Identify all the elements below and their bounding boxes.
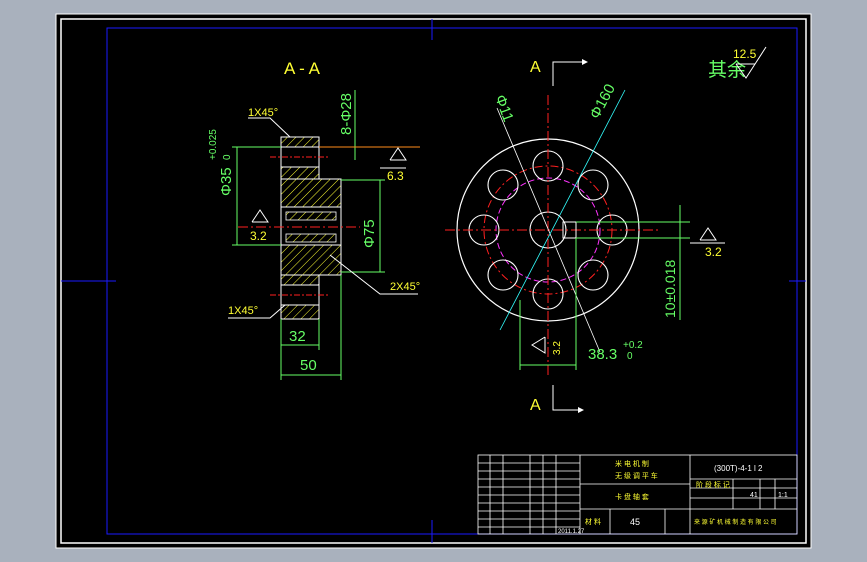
tb-material: 45	[630, 517, 640, 527]
roughness-right-symbol	[699, 227, 717, 241]
section-top-hub-hatch	[280, 166, 320, 180]
section-hub-lower-hatch	[280, 244, 342, 276]
section-arrowhead-bottom	[578, 407, 584, 413]
chamfer-right-label: 2X45°	[390, 281, 420, 293]
roughness-left-symbol	[251, 209, 269, 223]
chamfer-bottom-leader	[228, 304, 286, 319]
keyway-depth-main: 38.3	[588, 346, 617, 363]
roughness-right-value: 3.2	[705, 245, 722, 259]
roughness-keyway-value: 3.2	[552, 341, 563, 355]
diag-line-1	[496, 107, 601, 353]
section-bottom-flange-hatch	[280, 304, 320, 320]
chamfer-top-leader	[248, 117, 291, 138]
drawing-sheet	[55, 13, 812, 549]
general-roughness: 其余 12.5	[708, 46, 767, 81]
title-block	[477, 454, 798, 535]
hole-dim-label: 8-Φ28	[338, 93, 355, 135]
tb-date: 2011.1.27	[558, 529, 585, 535]
section-arrowhead-top	[582, 59, 588, 65]
section-mark-top: A	[530, 59, 541, 76]
general-roughness-symbol	[735, 46, 767, 79]
front-view: A A Φ11 Φ160 10±0.018 38.3 +0.2 0 3.2 3.…	[445, 59, 725, 414]
section-bottom-hub-hatch	[280, 274, 320, 286]
width-32-label: 32	[289, 328, 306, 345]
bolt-hole	[487, 259, 519, 291]
roughness-left-value: 3.2	[250, 229, 267, 243]
diag-line-2	[499, 89, 626, 331]
section-mark-bottom: A	[530, 397, 541, 414]
section-view: A - A	[208, 59, 420, 380]
section-hub-upper-hatch	[280, 178, 342, 208]
tb-material-label: 材 料	[585, 517, 601, 526]
tb-part-name: 卡 盘 轴 套	[615, 492, 649, 501]
keyway	[562, 221, 577, 239]
keyway-width-label: 10±0.018	[662, 259, 678, 318]
width-50-label: 50	[300, 357, 317, 374]
tb-quantity: 41	[750, 492, 758, 499]
bore-tol-upper: +0.025	[208, 129, 219, 160]
section-bore-inner-hatch-2	[285, 233, 337, 243]
roughness-top-symbol	[389, 147, 407, 161]
roughness-keyway-symbol	[531, 336, 546, 354]
dia-75-label: Φ75	[361, 219, 378, 248]
keyway-depth-lower: 0	[627, 351, 633, 362]
bolt-hole	[577, 259, 609, 291]
roughness-top-value: 6.3	[387, 169, 404, 183]
tb-company: 来 源 矿 机 械 制 造 有 限 公 司	[694, 518, 777, 526]
title-block-frame	[477, 454, 798, 535]
chamfer-right-leader	[329, 254, 418, 295]
tb-scale-value: 1:1	[778, 492, 788, 499]
tb-drawing-number: (300T)-4-1 l 2	[714, 464, 763, 473]
tb-header-line1: 米 电 机 制	[615, 459, 649, 468]
title-block-text: (300T)-4-1 l 2 米 电 机 制 无 级 调 平 车 卡 盘 轴 套…	[558, 459, 788, 535]
section-arrow-bottom	[552, 385, 578, 411]
section-arrow-top	[552, 61, 582, 86]
section-bore-inner-hatch	[285, 211, 337, 221]
chamfer-bottom-label: 1X45°	[228, 305, 258, 317]
chamfer-top-label: 1X45°	[248, 107, 278, 119]
section-view-label: A - A	[284, 59, 321, 78]
tb-scale-header: 阶 段 标 记	[696, 480, 730, 489]
section-top-flange-hatch	[280, 136, 320, 148]
tb-header-line2: 无 级 调 平 车	[615, 471, 658, 480]
bolt-hole	[577, 169, 609, 201]
bore-tol-lower: 0	[222, 154, 233, 160]
keyway-depth-upper: +0.2	[623, 340, 643, 351]
bore-dim-main: Φ35	[218, 167, 235, 196]
general-roughness-value: 12.5	[733, 47, 757, 61]
bolt-hole	[487, 169, 519, 201]
